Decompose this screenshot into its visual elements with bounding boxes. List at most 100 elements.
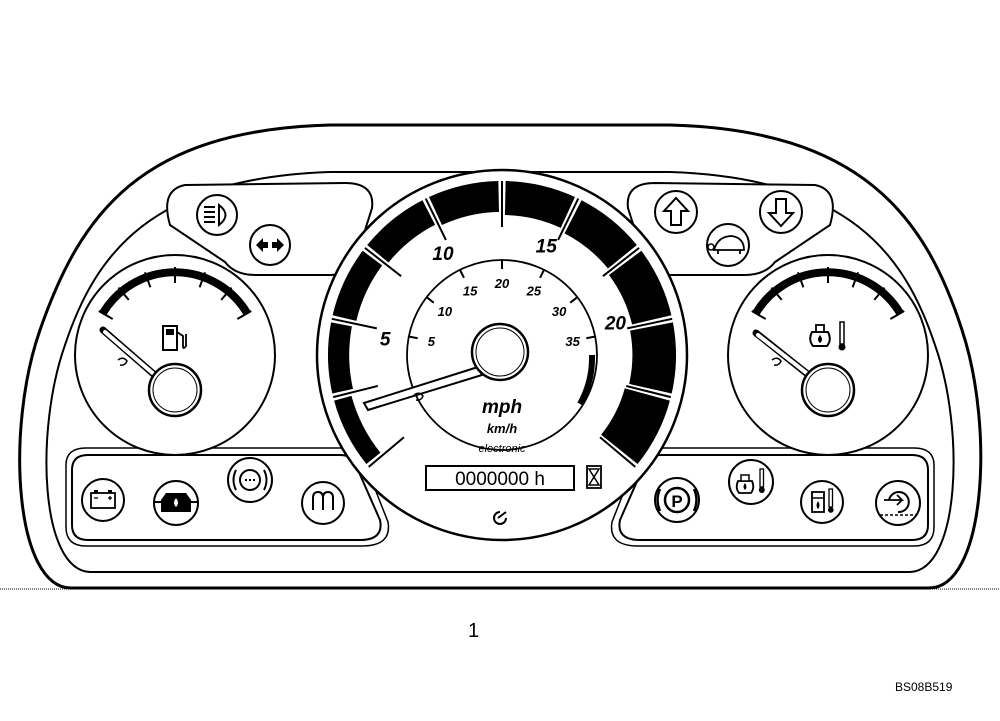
fuel-gauge-ticks	[98, 267, 252, 320]
battery-indicator	[81, 478, 125, 522]
svg-text:P: P	[671, 492, 682, 511]
gauge-tick	[873, 286, 886, 301]
inner-scale-label: 5	[428, 334, 436, 349]
gauge-tick	[889, 310, 905, 320]
speedometer-outer-scale-blocks	[328, 181, 676, 465]
outer-tick	[626, 317, 673, 330]
transmission-filter-icon	[880, 491, 916, 516]
inner-scale-label: 10	[438, 304, 453, 319]
shift-down-arrow-icon	[766, 198, 796, 228]
gauge-tick	[117, 286, 130, 301]
outer-scale-label: 5	[380, 330, 391, 351]
coolant-warning-indicator	[728, 459, 774, 505]
outer-tick	[557, 198, 580, 241]
transmission-filter-indicator	[875, 480, 921, 526]
outer-scale-block	[429, 181, 500, 226]
headlight-high-beam-indicator	[196, 194, 238, 236]
tortoise-indicator	[706, 223, 750, 267]
engine-oil-pressure-icon	[154, 493, 198, 512]
callout-number: 1	[468, 620, 480, 642]
inner-scale-label: 30	[552, 304, 567, 319]
unit-primary-label: mph	[482, 397, 522, 418]
fuel-gauge-hub	[147, 362, 203, 418]
parking-brake-icon: P	[656, 486, 698, 514]
outer-scale-block	[332, 250, 383, 321]
transmission-temp-indicator	[800, 480, 844, 524]
outer-scale-block	[504, 181, 575, 228]
inner-scale-label: 15	[463, 283, 478, 298]
transmission-oil-temperature-icon	[811, 488, 834, 513]
outer-scale-block	[601, 388, 670, 465]
manufacturer-logo-icon	[493, 511, 507, 525]
inner-tick	[426, 296, 435, 304]
outer-tick	[424, 198, 447, 241]
turn-signal-indicator	[249, 224, 291, 266]
outer-tick	[599, 436, 636, 468]
inner-tick	[408, 335, 418, 340]
gauge-tick	[796, 271, 805, 288]
glow-plug-icon	[312, 490, 334, 510]
speedometer-inner-redline	[577, 354, 596, 406]
brake-warning-icon	[232, 469, 268, 491]
outer-tick	[602, 247, 640, 277]
outer-scale-label: 10	[432, 244, 454, 265]
shift-up-arrow-icon	[661, 196, 691, 226]
engine-oil-indicator	[153, 480, 199, 526]
fuel-gauge	[74, 254, 276, 456]
shift-down-indicator	[759, 190, 803, 234]
engine-coolant-temperature-icon	[735, 468, 765, 494]
coolant-temperature-icon	[809, 321, 846, 351]
speedometer-hub	[470, 322, 530, 382]
gauge-tick	[143, 271, 152, 288]
outer-scale-block	[328, 322, 353, 394]
hour-meter-value: 0000000 h	[455, 469, 545, 490]
gauge-tick	[98, 310, 114, 320]
outer-tick	[368, 436, 405, 468]
electronic-label: electronic	[478, 443, 526, 455]
outer-tick	[625, 384, 672, 399]
outer-scale-block	[608, 250, 672, 325]
turn-signal-icon	[256, 238, 284, 252]
temperature-gauge-pivot-mark	[771, 357, 782, 366]
outer-scale-block	[334, 395, 381, 465]
gauge-tick	[220, 286, 233, 301]
fuel-pump-icon	[162, 325, 187, 351]
gauge-tick	[851, 271, 860, 288]
gauge-tick	[198, 271, 207, 288]
inner-tick	[569, 296, 578, 304]
shift-up-indicator	[654, 190, 698, 234]
outer-scale-label: 15	[536, 237, 558, 258]
temperature-gauge	[727, 254, 929, 456]
gauge-tick	[236, 310, 252, 320]
inner-scale-label: 20	[494, 276, 510, 291]
temperature-gauge-ticks	[751, 267, 905, 320]
left-bottom-indicator-panel	[71, 454, 382, 541]
figure-reference: BS08B519	[895, 680, 953, 694]
inner-scale-label: 25	[526, 283, 542, 298]
speedometer-inner-ticks	[408, 260, 596, 340]
temperature-gauge-hub	[800, 362, 856, 418]
outer-scale-block	[629, 322, 676, 394]
unit-secondary-label: km/h	[487, 421, 517, 436]
glow-plug-indicator	[301, 481, 345, 525]
brake-indicator	[227, 457, 273, 503]
inner-tick	[586, 335, 596, 340]
outer-tick	[332, 384, 379, 399]
inner-tick	[459, 269, 465, 279]
speedometer-outer-ticks	[331, 181, 673, 468]
battery-charge-icon	[90, 490, 116, 509]
outer-tick	[331, 317, 378, 330]
outer-scale-block	[367, 200, 436, 263]
inner-scale-label: 35	[565, 334, 580, 349]
fuel-gauge-pivot-mark	[117, 357, 128, 366]
outer-tick	[364, 247, 402, 277]
gauge-tick	[770, 286, 783, 301]
parking-brake-indicator: P	[654, 477, 700, 523]
outer-scale-label: 20	[604, 313, 627, 334]
inner-tick	[539, 269, 545, 279]
hour-meter-display	[425, 465, 575, 491]
